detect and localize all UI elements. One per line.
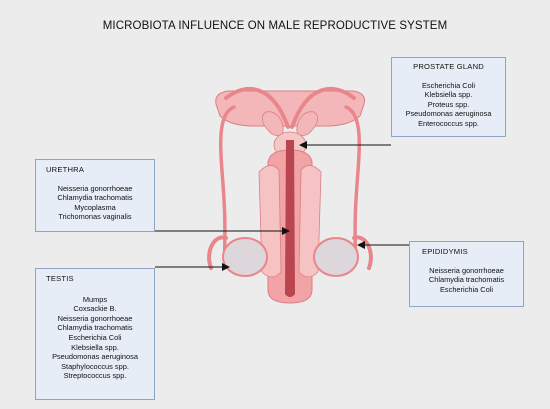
- right-epididymis: [352, 235, 373, 270]
- bladder-shape: [215, 90, 365, 127]
- pathogen-list-item: Escherichia Coli: [422, 80, 475, 90]
- pathogen-list-item: Pseudomonas aeruginosa: [405, 109, 492, 119]
- pathogen-list-item: Staphylococcus spp.: [61, 361, 129, 371]
- testis-heading: TESTIS: [46, 274, 74, 283]
- prostate-gland-heading: PROSTATE GLAND: [413, 62, 484, 71]
- right-vas-deferens: [344, 105, 362, 264]
- pathogen-list-item: Pseudomonas aeruginosa: [52, 352, 138, 362]
- left-vas-deferens: [218, 105, 236, 264]
- right-testis: [313, 237, 359, 277]
- pathogen-list-item: Neisseria gonorrhoeae: [57, 313, 133, 323]
- left-seminal-vesicle: [262, 111, 284, 136]
- pathogen-list-item: Neisseria gonorrhoeae: [57, 183, 133, 193]
- urethra-shape: [285, 140, 295, 297]
- pathogen-list-item: Coxsackie B.: [73, 304, 117, 314]
- pathogen-list-item: Mumps: [82, 294, 108, 304]
- left-testis: [222, 237, 268, 277]
- pathogen-list-item: Chlamydia trachomatis: [57, 323, 133, 333]
- pathogen-list-item: Proteus spp.: [427, 99, 470, 109]
- urethra-heading: URETHRA: [46, 165, 85, 174]
- pathogen-list-item: Escherichia Coli: [68, 332, 122, 342]
- pathogen-list-item: Streptococcus spp.: [63, 371, 127, 381]
- diagram-title: MICROBIOTA INFLUENCE ON MALE REPRODUCTIV…: [102, 20, 448, 32]
- left-ureter-tube: [224, 87, 290, 129]
- pathogen-list-item: Klebsiella spp.: [424, 90, 473, 100]
- pathogen-list-item: Chlamydia trachomatis: [428, 275, 505, 285]
- pathogen-list-item: Enterococcus spp.: [418, 118, 479, 128]
- pathogen-list-item: Chlamydia trachomatis: [57, 193, 133, 203]
- right-seminal-vesicle: [296, 111, 318, 136]
- pathogen-list-item: Mycoplasma: [74, 202, 116, 212]
- pathogen-list-item: Klebsiella spp.: [71, 342, 119, 352]
- pathogen-list-item: Neisseria gonorrhoeae: [429, 265, 504, 275]
- epididymis-heading: EPIDIDYMIS: [422, 247, 468, 256]
- left-epididymis: [207, 235, 228, 270]
- right-ureter-tube: [290, 87, 356, 129]
- pathogen-list-item: Escherichia Coli: [440, 284, 493, 294]
- pathogen-list-item: Trichomonas vaginalis: [58, 212, 132, 222]
